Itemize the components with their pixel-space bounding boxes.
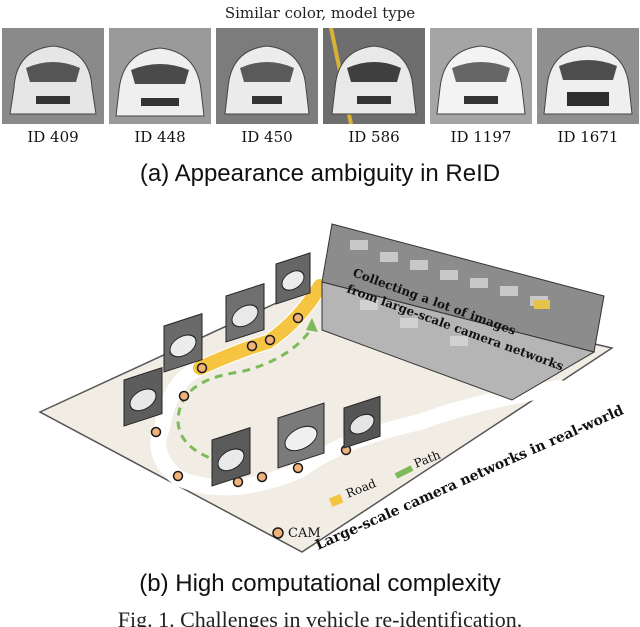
top-panel-header: Similar color, model type [224,4,416,22]
image-collection-box [321,223,605,401]
vehicle-thumbnail-2 [109,28,211,124]
cam-node [292,462,304,474]
vehicle-thumbnail-6 [537,28,639,124]
vehicle-thumbnail-4 [323,28,425,124]
vehicle-thumbnail-5 [430,28,532,124]
vehicle-thumbnail-1 [2,28,104,124]
legend-cam-label: CAM [288,526,321,541]
vehicle-thumbnail-3 [216,28,318,124]
legend-cam-icon [272,527,284,539]
cam-node [150,426,162,438]
vehicle-id-label: ID 586 [348,128,400,146]
vehicle-id-label: ID 450 [241,128,293,146]
cam-node [178,390,190,402]
vehicle-id-label: ID 409 [27,128,79,146]
camera-network-scene: Collecting a lot of images from large-sc… [38,223,626,554]
cam-node [264,334,276,346]
subfigure-caption-a: (a) Appearance ambiguity in ReID [139,160,501,187]
cam-node [256,471,268,483]
legend-road-swatch [328,494,344,507]
vehicle-id-label: ID 1197 [450,128,512,146]
figure-caption: Fig. 1. Challenges in vehicle re-identif… [117,607,523,627]
vehicle-thumbnail-strip [0,28,640,124]
cam-node [246,340,258,352]
cam-node [292,312,304,324]
cam-node [196,362,208,374]
vehicle-id-label: ID 448 [134,128,186,146]
legend-path-swatch [394,465,414,479]
camera-image-cards [123,252,381,487]
vehicle-id-label: ID 1671 [557,128,619,146]
subfigure-caption-b: (b) High computational complexity [139,570,501,597]
green-path [176,327,314,464]
cam-node [172,470,184,482]
